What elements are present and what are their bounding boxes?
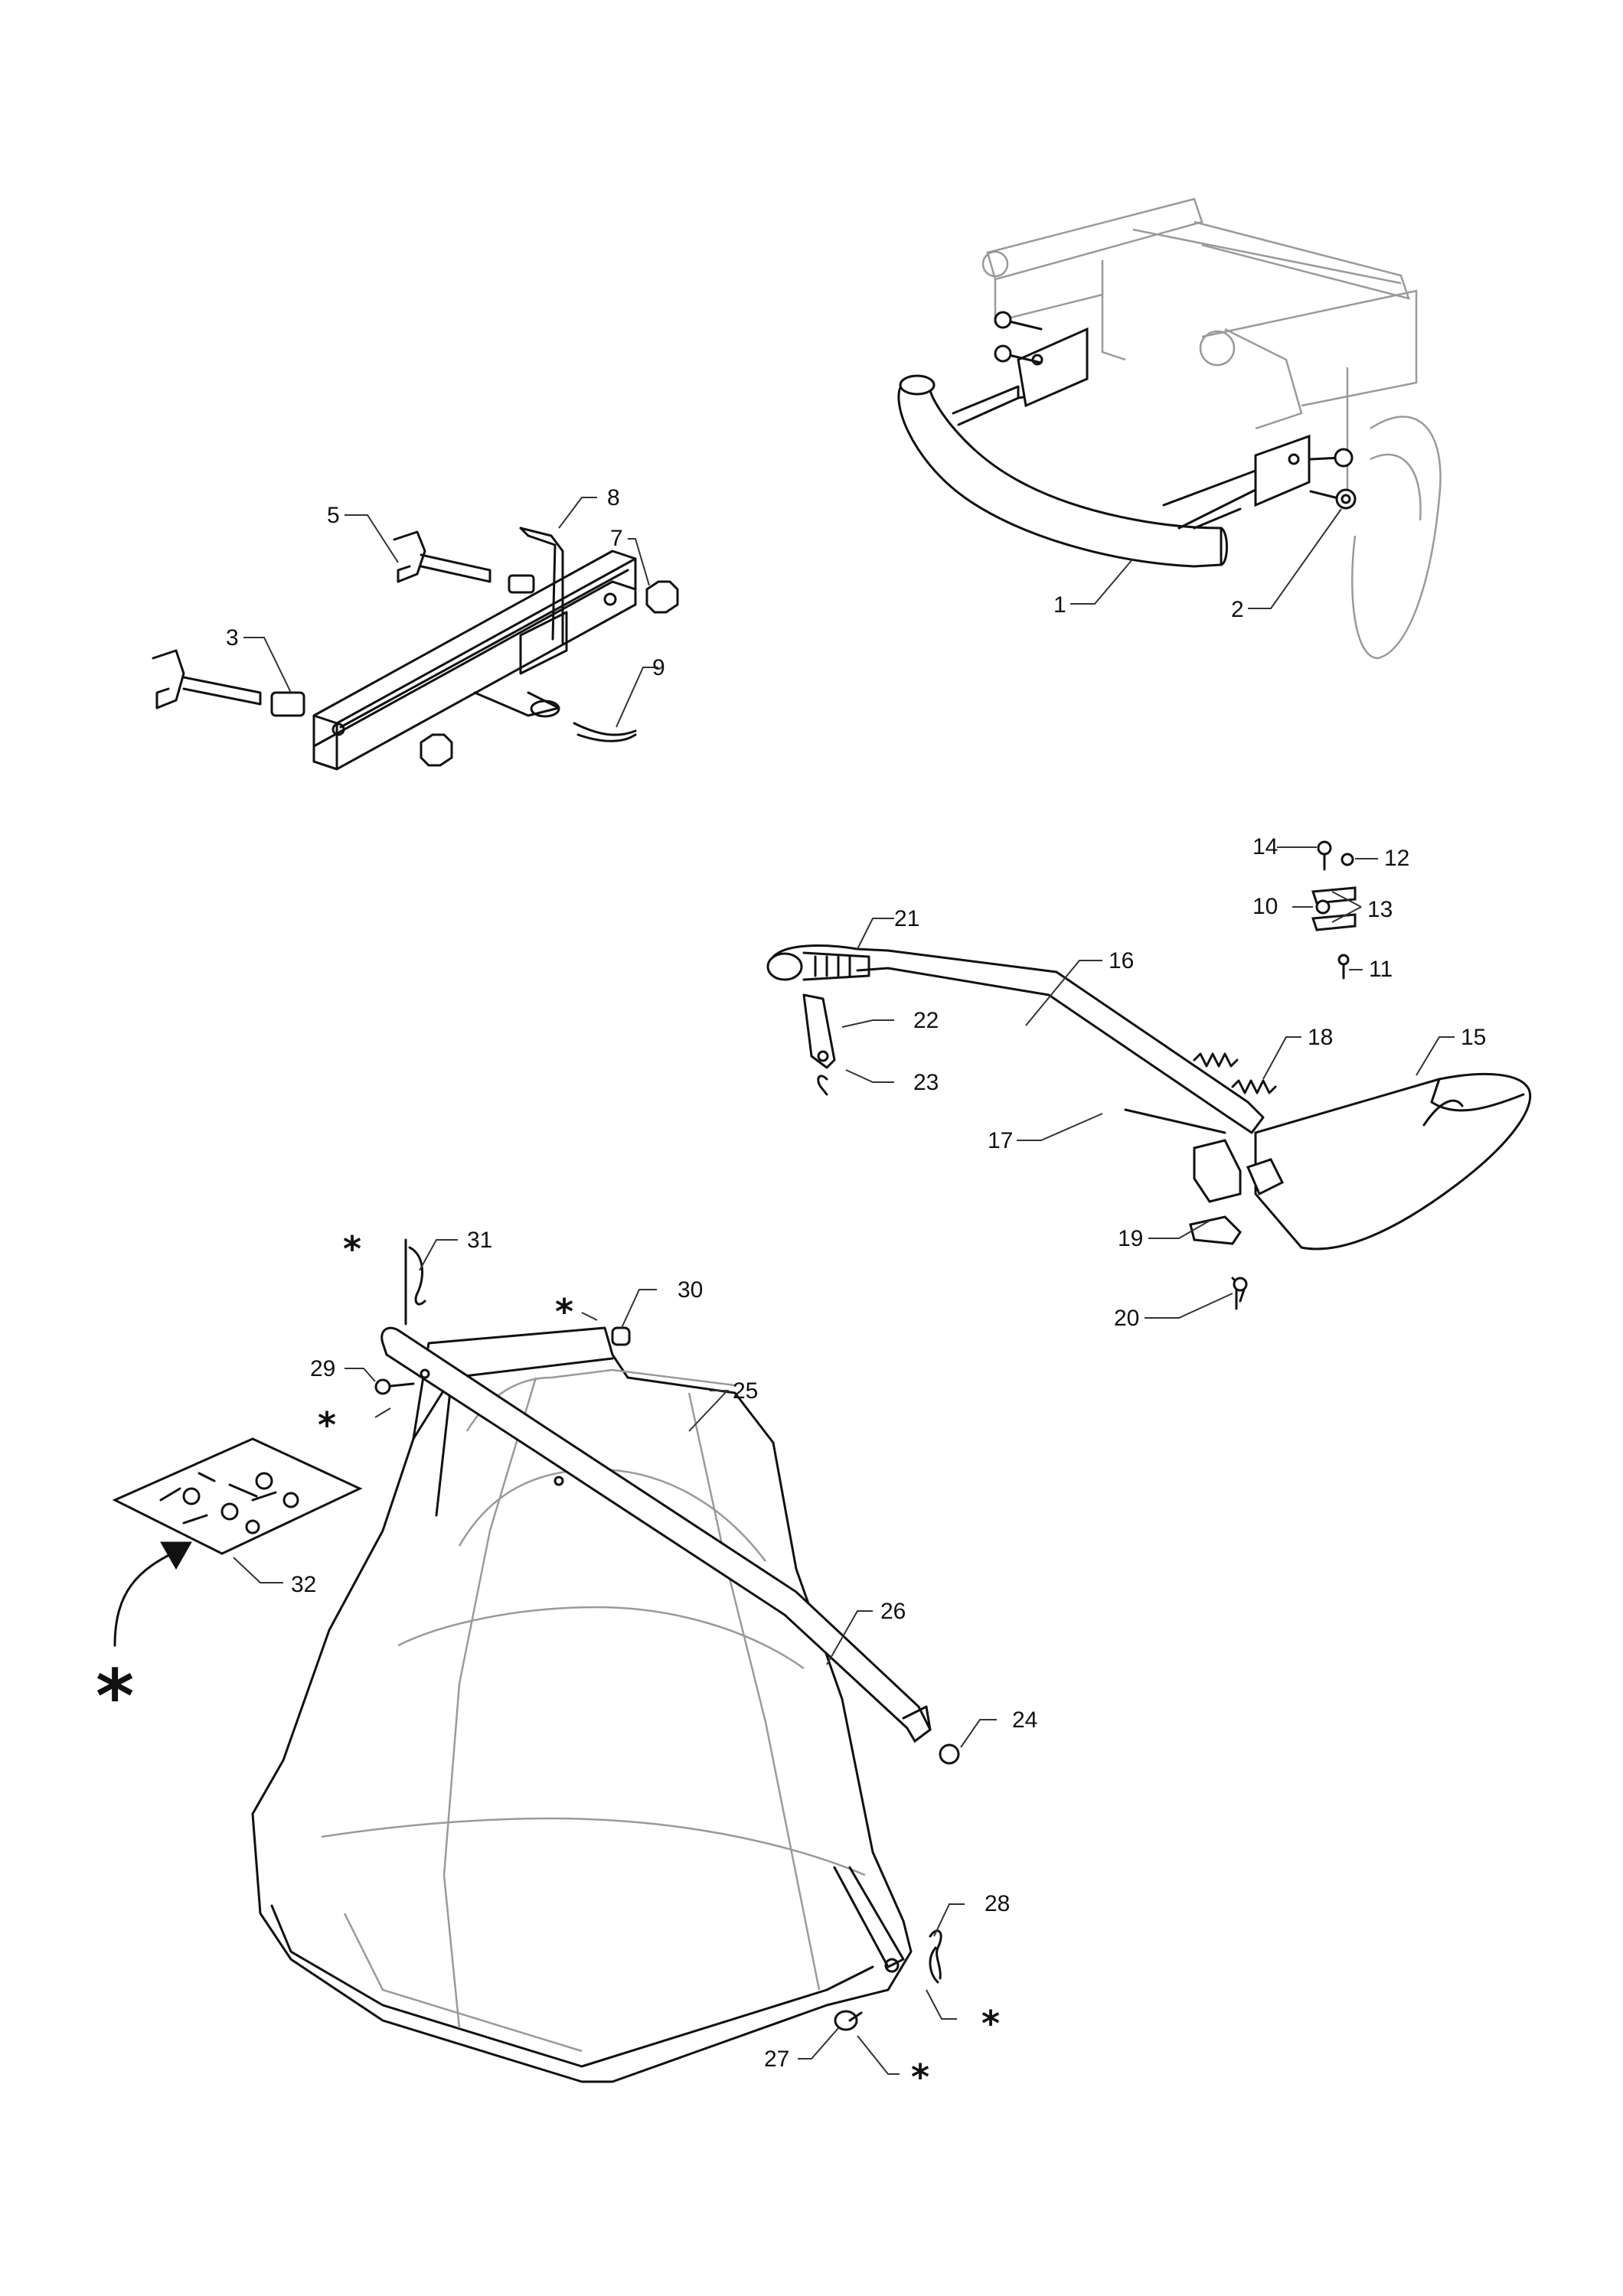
tow-pin xyxy=(519,527,564,644)
callout-12: 12 xyxy=(1384,846,1409,871)
callout-27: 27 xyxy=(764,2047,789,2072)
tractor-frame-outline xyxy=(981,197,1442,660)
callout-10: 10 xyxy=(1252,894,1278,919)
callout-labels: 1 2 3 5 7 8 9 10 11 12 13 14 15 16 17 18… xyxy=(226,485,1486,2072)
callout-2: 2 xyxy=(1231,597,1244,622)
small-hardware xyxy=(1311,840,1357,980)
callout-11: 11 xyxy=(1369,957,1393,982)
callout-30: 30 xyxy=(678,1277,703,1303)
callout-15: 15 xyxy=(1461,1025,1486,1050)
callout-13: 13 xyxy=(1367,897,1393,922)
grass-catcher-bag xyxy=(251,1326,913,2083)
callout-24: 24 xyxy=(1012,1707,1037,1733)
asterisk-markers: * * * * * * xyxy=(96,1228,1000,2098)
callout-16: 16 xyxy=(1109,948,1134,974)
callout-20: 20 xyxy=(1114,1306,1139,1331)
asterisk-marker: * xyxy=(555,1291,573,1332)
callout-28: 28 xyxy=(985,1891,1010,1916)
hardware-kit-bag xyxy=(112,1437,363,1555)
catcher-frame-bar xyxy=(380,1326,932,1743)
leader-lines xyxy=(233,497,1455,2075)
spring-parts xyxy=(1124,1052,1277,1134)
asterisk-marker: * xyxy=(96,1654,134,1740)
callout-25: 25 xyxy=(733,1378,758,1404)
asterisk-marker: * xyxy=(981,2003,1000,2044)
asterisk-marker: * xyxy=(343,1228,361,1270)
front-bumper xyxy=(897,327,1311,568)
callout-32: 32 xyxy=(291,1572,316,1597)
callout-29: 29 xyxy=(310,1356,335,1381)
asterisk-marker: * xyxy=(318,1404,336,1446)
clamp-bolts xyxy=(152,530,679,767)
callout-9: 9 xyxy=(652,655,665,680)
callout-18: 18 xyxy=(1308,1025,1333,1050)
callout-22: 22 xyxy=(913,1008,939,1033)
callout-26: 26 xyxy=(880,1599,906,1624)
callout-14: 14 xyxy=(1252,834,1278,859)
callout-21: 21 xyxy=(894,906,919,931)
callout-19: 19 xyxy=(1118,1226,1143,1251)
callout-8: 8 xyxy=(607,485,620,510)
callout-17: 17 xyxy=(988,1128,1013,1153)
callout-23: 23 xyxy=(913,1070,939,1095)
callout-7: 7 xyxy=(610,526,623,551)
deflector-lever xyxy=(766,944,1265,1134)
callout-1: 1 xyxy=(1053,592,1066,618)
asterisk-marker: * xyxy=(911,2056,929,2098)
tow-bar-assembly xyxy=(312,550,637,771)
catcher-hardware xyxy=(374,1238,960,2031)
callout-31: 31 xyxy=(467,1228,492,1253)
lever-bracket xyxy=(802,993,836,1096)
callout-3: 3 xyxy=(226,625,239,651)
callout-5: 5 xyxy=(327,503,340,528)
discharge-chute xyxy=(1189,1072,1532,1310)
bumper-bolts xyxy=(994,311,1357,510)
kit-arrow xyxy=(113,1541,192,1647)
